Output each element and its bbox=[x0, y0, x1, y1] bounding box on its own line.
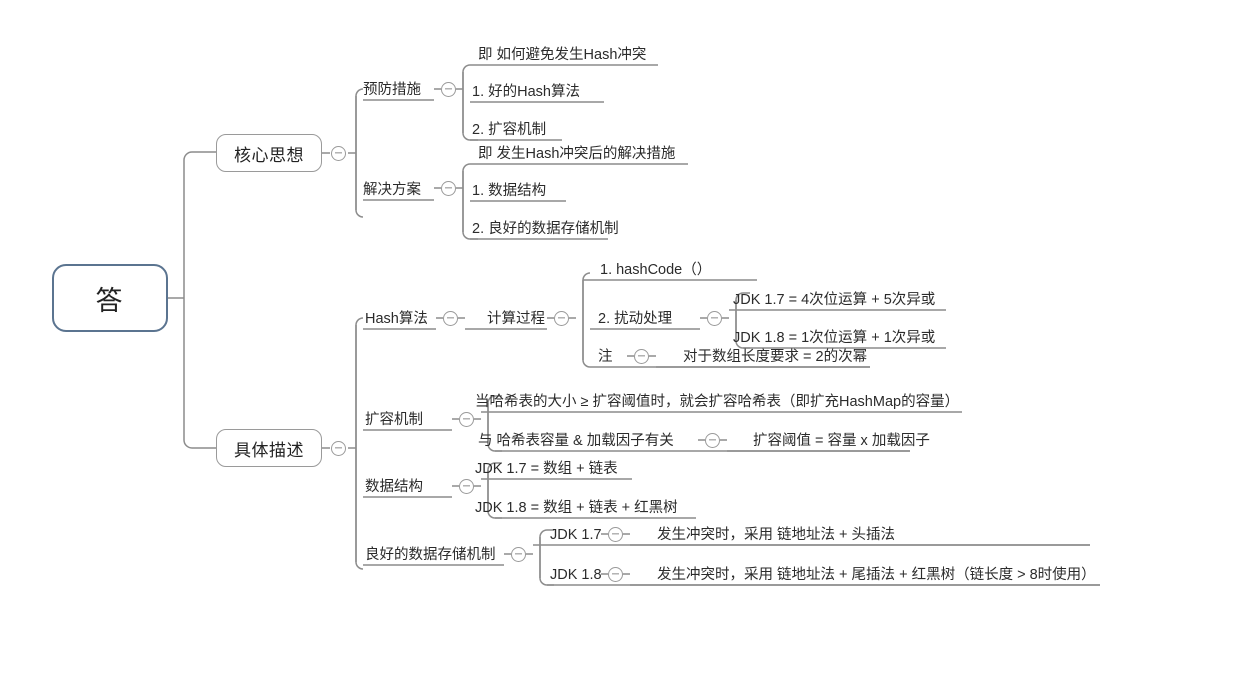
node-storage-jdk17-value-label: 发生冲突时，采用 链地址法 + 头插法 bbox=[657, 526, 896, 543]
node-prevention-item-1-label: 1. 好的Hash算法 bbox=[472, 83, 580, 100]
node-hash-note[interactable]: 注 bbox=[598, 345, 613, 367]
node-solution-item-2[interactable]: 2. 良好的数据存储机制 bbox=[472, 217, 619, 239]
collapse-toggle-icon-resize-factor[interactable] bbox=[705, 432, 720, 448]
node-storage-jdk18-value-label: 发生冲突时，采用 链地址法 + 尾插法 + 红黑树（链长度 > 8时使用） bbox=[657, 566, 1096, 583]
node-calc-step-1-label: 1. hashCode（） bbox=[600, 261, 712, 278]
node-calc-step-1[interactable]: 1. hashCode（） bbox=[600, 258, 711, 280]
node-disturb-item-2[interactable]: JDK 1.8 = 1次位运算 + 1次异或 bbox=[733, 326, 935, 348]
node-storage-jdk17-label: JDK 1.7 bbox=[550, 526, 602, 543]
node-hash-note-value[interactable]: 对于数组长度要求 = 2的次幂 bbox=[683, 345, 867, 367]
node-solution-note-label: 即 发生Hash冲突后的解决措施 bbox=[478, 145, 676, 162]
collapse-toggle-icon-core[interactable] bbox=[331, 145, 346, 161]
node-data-structure-item-1-label: JDK 1.7 = 数组 + 链表 bbox=[475, 460, 618, 477]
node-storage[interactable]: 良好的数据存储机制 bbox=[365, 543, 496, 565]
node-storage-jdk18-value[interactable]: 发生冲突时，采用 链地址法 + 尾插法 + 红黑树（链长度 > 8时使用） bbox=[657, 563, 1096, 585]
collapse-toggle-icon-solution[interactable] bbox=[441, 180, 456, 196]
collapse-toggle-icon-storage-jdk17[interactable] bbox=[608, 526, 623, 542]
collapse-toggle-icon-calc-process[interactable] bbox=[554, 310, 569, 326]
node-storage-jdk17[interactable]: JDK 1.7 bbox=[550, 523, 602, 545]
node-hash-algorithm-label: Hash算法 bbox=[365, 310, 428, 327]
node-resize-condition-label: 当哈希表的大小 ≥ 扩容阈值时，就会扩容哈希表（即扩充HashMap的容量） bbox=[475, 393, 960, 410]
node-resize-factor-label: 与 哈希表容量 & 加载因子有关 bbox=[478, 432, 674, 449]
node-solution-item-2-label: 2. 良好的数据存储机制 bbox=[472, 220, 619, 237]
node-solution[interactable]: 解决方案 bbox=[363, 178, 421, 200]
node-prevention-item-2[interactable]: 2. 扩容机制 bbox=[472, 118, 546, 140]
node-resize-condition[interactable]: 当哈希表的大小 ≥ 扩容阈值时，就会扩容哈希表（即扩充HashMap的容量） bbox=[475, 390, 959, 412]
collapse-toggle-icon-data-structure[interactable] bbox=[459, 478, 474, 494]
node-prevention-item-1[interactable]: 1. 好的Hash算法 bbox=[472, 80, 580, 102]
node-hash-note-label: 注 bbox=[598, 348, 613, 365]
node-storage-label: 良好的数据存储机制 bbox=[365, 546, 496, 563]
node-disturb-item-1[interactable]: JDK 1.7 = 4次位运算 + 5次异或 bbox=[733, 288, 935, 310]
branch-node-core-label: 核心思想 bbox=[234, 145, 304, 165]
node-resize-threshold[interactable]: 扩容阈值 = 容量 x 加载因子 bbox=[753, 429, 930, 451]
node-solution-note: 即 发生Hash冲突后的解决措施 bbox=[478, 142, 675, 164]
node-resize-label: 扩容机制 bbox=[365, 411, 423, 428]
node-prevention-item-2-label: 2. 扩容机制 bbox=[472, 121, 547, 138]
node-calc-step-2[interactable]: 2. 扰动处理 bbox=[598, 307, 672, 329]
collapse-toggle-icon-storage-jdk18[interactable] bbox=[608, 566, 623, 582]
collapse-toggle-icon-storage[interactable] bbox=[511, 546, 526, 562]
node-data-structure-item-2[interactable]: JDK 1.8 = 数组 + 链表 + 红黑树 bbox=[475, 496, 678, 518]
node-prevention-note: 即 如何避免发生Hash冲突 bbox=[478, 43, 646, 65]
branch-node-core[interactable]: 核心思想 bbox=[216, 134, 322, 172]
node-storage-jdk18[interactable]: JDK 1.8 bbox=[550, 563, 602, 585]
collapse-toggle-icon-resize[interactable] bbox=[459, 411, 474, 427]
collapse-toggle-icon-prevention[interactable] bbox=[441, 81, 456, 97]
node-data-structure-label: 数据结构 bbox=[365, 478, 423, 495]
collapse-toggle-icon-disturb[interactable] bbox=[707, 310, 722, 326]
node-calc-process-label: 计算过程 bbox=[487, 310, 545, 327]
node-solution-item-1-label: 1. 数据结构 bbox=[472, 182, 547, 199]
branch-node-detail[interactable]: 具体描述 bbox=[216, 429, 322, 467]
node-hash-algorithm[interactable]: Hash算法 bbox=[365, 307, 428, 329]
node-prevention-label: 预防措施 bbox=[363, 81, 421, 98]
node-disturb-item-1-label: JDK 1.7 = 4次位运算 + 5次异或 bbox=[733, 291, 936, 308]
collapse-toggle-icon-hash-note[interactable] bbox=[634, 348, 649, 364]
node-resize-factor[interactable]: 与 哈希表容量 & 加载因子有关 bbox=[478, 429, 674, 451]
node-prevention[interactable]: 预防措施 bbox=[363, 78, 421, 100]
branch-node-detail-label: 具体描述 bbox=[234, 440, 304, 460]
collapse-toggle-icon-hash-algorithm[interactable] bbox=[443, 310, 458, 326]
node-data-structure-item-2-label: JDK 1.8 = 数组 + 链表 + 红黑树 bbox=[475, 499, 678, 516]
root-node[interactable]: 答 bbox=[52, 264, 168, 332]
node-solution-label: 解决方案 bbox=[363, 181, 421, 198]
root-node-label: 答 bbox=[95, 285, 125, 316]
collapse-toggle-icon-detail[interactable] bbox=[331, 440, 346, 456]
node-calc-step-2-label: 2. 扰动处理 bbox=[598, 310, 673, 327]
node-hash-note-value-label: 对于数组长度要求 = 2的次幂 bbox=[683, 348, 868, 365]
node-data-structure[interactable]: 数据结构 bbox=[365, 475, 423, 497]
node-storage-jdk18-label: JDK 1.8 bbox=[550, 566, 602, 583]
node-solution-item-1[interactable]: 1. 数据结构 bbox=[472, 179, 546, 201]
node-storage-jdk17-value[interactable]: 发生冲突时，采用 链地址法 + 头插法 bbox=[657, 523, 895, 545]
node-calc-process[interactable]: 计算过程 bbox=[487, 307, 545, 329]
node-disturb-item-2-label: JDK 1.8 = 1次位运算 + 1次异或 bbox=[733, 329, 936, 346]
node-prevention-note-label: 即 如何避免发生Hash冲突 bbox=[478, 46, 647, 63]
node-data-structure-item-1[interactable]: JDK 1.7 = 数组 + 链表 bbox=[475, 457, 618, 479]
node-resize-threshold-label: 扩容阈值 = 容量 x 加载因子 bbox=[753, 432, 930, 449]
node-resize[interactable]: 扩容机制 bbox=[365, 408, 423, 430]
